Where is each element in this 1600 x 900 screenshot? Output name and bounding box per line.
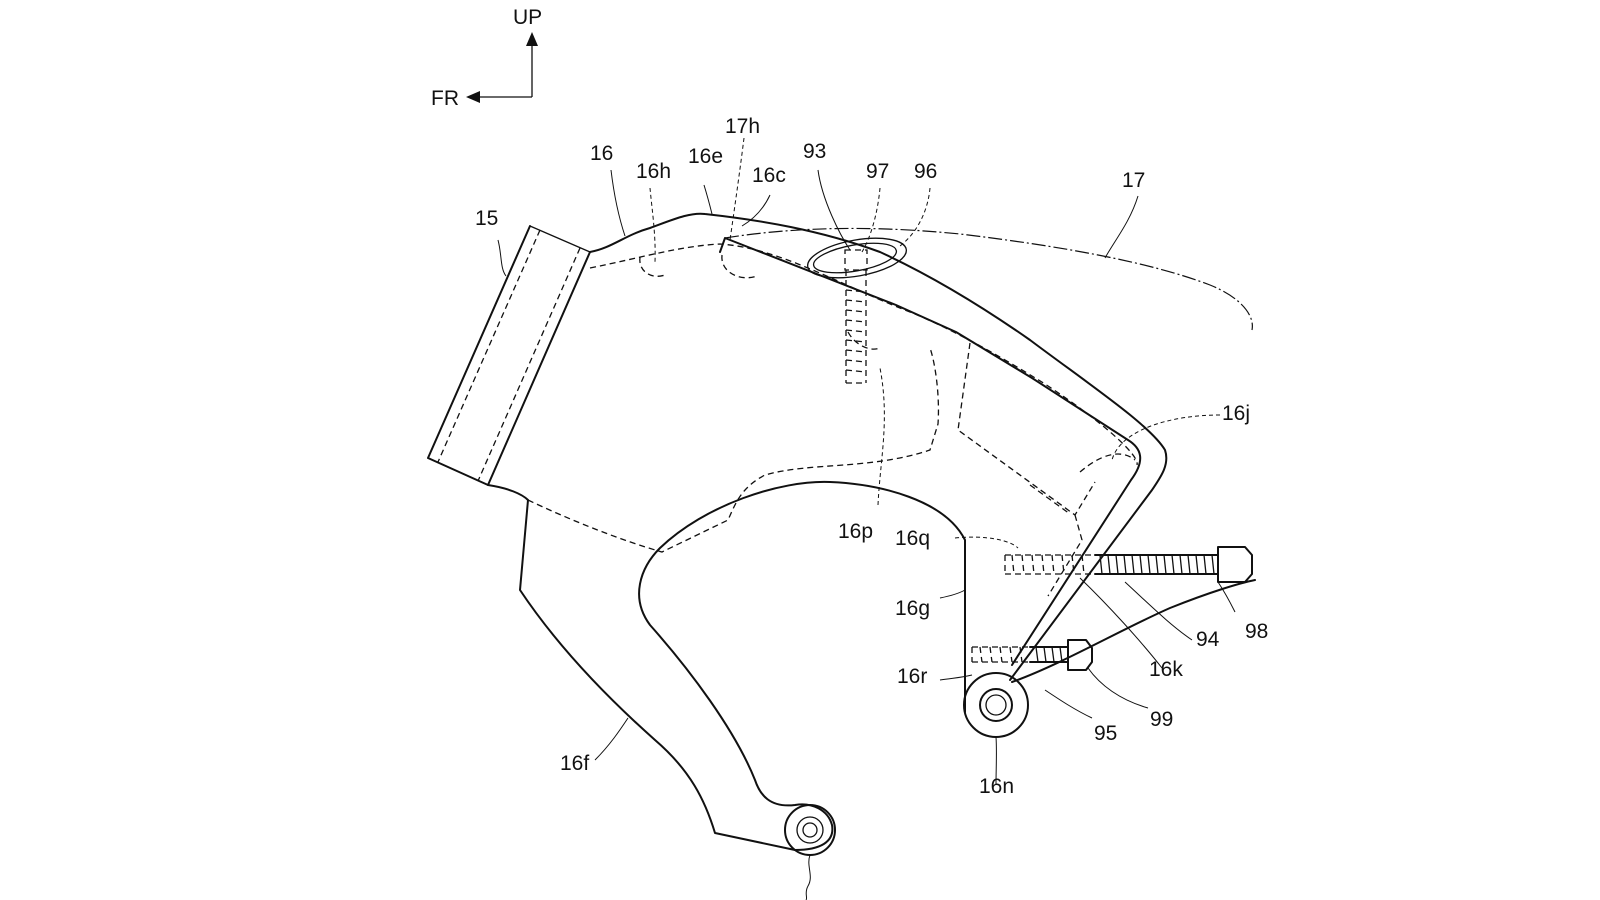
- bolt-head-97: [844, 249, 868, 271]
- label-94: 94: [1196, 628, 1220, 651]
- part-16-bracket-outline: [487, 212, 1168, 851]
- label-16f: 16f: [560, 752, 589, 775]
- label-16c: 16c: [752, 164, 786, 187]
- label-16q: 16q: [895, 527, 930, 550]
- part-17-phantom: [724, 227, 1253, 331]
- label-97: 97: [866, 160, 889, 183]
- label-16: 16: [590, 142, 613, 165]
- label-17h: 17h: [725, 115, 760, 138]
- label-16n: 16n: [979, 775, 1014, 798]
- label-16j: 16j: [1222, 402, 1250, 425]
- pivot-boss-16n: [963, 672, 1029, 738]
- label-16k: 16k: [1149, 658, 1183, 681]
- front-arrowhead: [466, 91, 480, 103]
- label-16e: 16e: [688, 145, 723, 168]
- orientation-indicator: UP FR: [431, 6, 542, 110]
- reference-labels: 15 16 16h 16e 17h 16c 93 97 96 17 16j 16…: [475, 115, 1268, 798]
- bolt-99: [971, 639, 1093, 671]
- up-label: UP: [513, 6, 542, 29]
- lower-boss: [784, 804, 836, 900]
- label-93: 93: [803, 140, 826, 163]
- front-label: FR: [431, 87, 459, 110]
- hidden-lines: [527, 243, 1138, 597]
- label-96: 96: [914, 160, 937, 183]
- top-fastener: [807, 237, 907, 384]
- label-16h: 16h: [636, 160, 671, 183]
- label-98: 98: [1245, 620, 1268, 643]
- label-16g: 16g: [895, 597, 930, 620]
- bolt-99-head: [1067, 639, 1093, 671]
- label-16r: 16r: [897, 665, 927, 688]
- label-95: 95: [1094, 722, 1117, 745]
- part-15-pipe: [427, 225, 591, 486]
- washer-96: [807, 237, 907, 279]
- label-99: 99: [1150, 708, 1173, 731]
- bolt-98: [1004, 546, 1253, 583]
- leader-lines: [497, 137, 1236, 786]
- bolt-98-head: [1217, 546, 1253, 583]
- up-arrowhead: [526, 32, 538, 46]
- label-16p: 16p: [838, 520, 873, 543]
- label-15: 15: [475, 207, 498, 230]
- label-17: 17: [1122, 169, 1145, 192]
